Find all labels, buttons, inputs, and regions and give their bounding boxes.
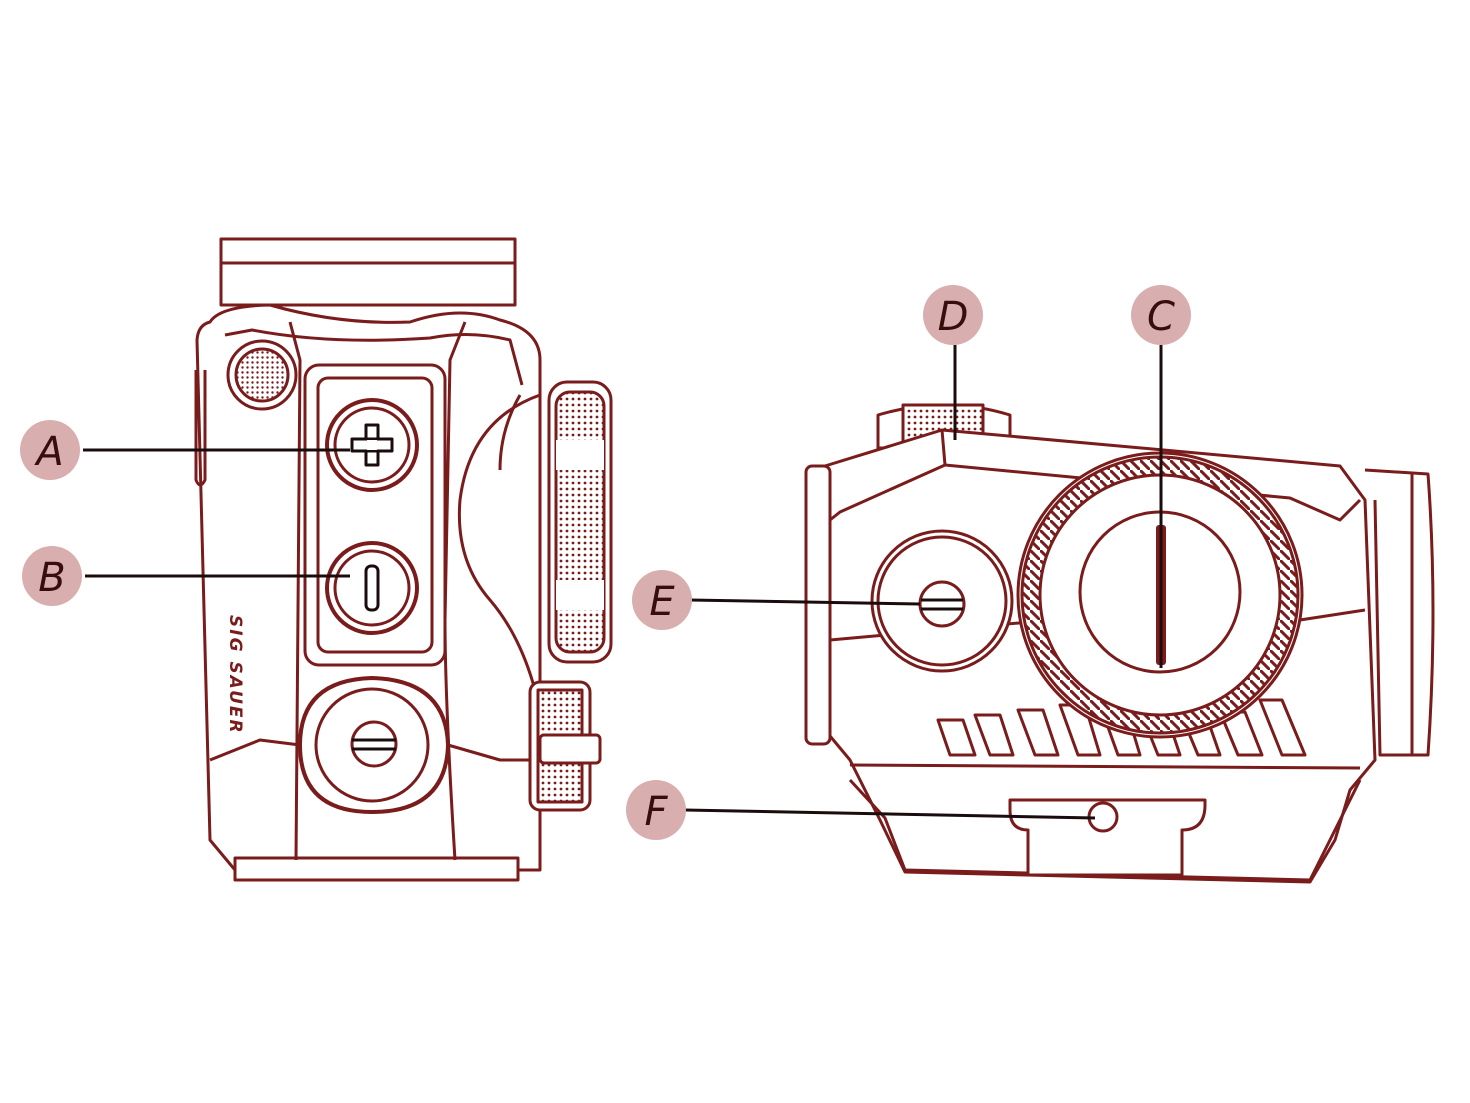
minus-button[interactable] <box>325 541 419 635</box>
callout-b: B <box>22 546 82 606</box>
objective-lens <box>1364 468 1435 757</box>
rear-body-outline <box>195 303 542 872</box>
side-screw[interactable] <box>870 529 1014 673</box>
callout-d-label: D <box>938 294 969 340</box>
bottom-rail <box>233 856 520 882</box>
rear-body-inner <box>224 328 524 386</box>
brand-mark: SIG SAUER <box>225 615 245 735</box>
callout-b-label: B <box>38 555 65 601</box>
rear-lens-ring <box>804 464 832 746</box>
callout-e-label: E <box>649 579 675 625</box>
mount-plate <box>1008 798 1207 877</box>
side-dial[interactable] <box>547 380 613 664</box>
button-panel-inner <box>316 376 434 654</box>
lower-knob[interactable] <box>528 680 602 812</box>
leader-e <box>689 598 921 606</box>
callout-f-label: F <box>644 789 668 835</box>
knurled-cap <box>226 339 298 411</box>
callout-c-label: C <box>1147 294 1175 340</box>
callout-d-bubble <box>923 285 983 345</box>
button-panel-outer <box>303 363 447 667</box>
top-shroud <box>219 263 517 307</box>
leader-f <box>684 808 1096 820</box>
side-groove <box>194 370 207 487</box>
top-rail <box>219 237 517 265</box>
slot-screw-icon <box>350 720 398 768</box>
callout-c-bubble <box>1131 285 1191 345</box>
lower-contour <box>209 738 301 762</box>
contour-left <box>288 321 302 861</box>
plus-button[interactable] <box>325 398 419 492</box>
knurled-cap-inner <box>234 347 290 403</box>
minus-icon <box>364 564 380 612</box>
callout-f: F <box>626 780 686 840</box>
callout-a-label: A <box>33 429 63 475</box>
callout-e-bubble <box>632 570 692 630</box>
side-bulge <box>457 393 541 691</box>
rear-view: SIG SAUER <box>194 237 613 882</box>
lower-contour-right <box>447 743 540 762</box>
ridge-base <box>849 763 1361 770</box>
contour-right <box>443 321 467 861</box>
upper-facet <box>829 429 947 522</box>
callout-c: C <box>1131 285 1191 345</box>
callout-d: D <box>923 285 983 345</box>
mid-line-right <box>1299 608 1366 622</box>
callout-a-bubble <box>20 420 80 480</box>
battery-cap <box>298 676 450 814</box>
callout-b-bubble <box>22 546 82 606</box>
cooling-ridges <box>936 698 1307 757</box>
callout-f-bubble <box>626 780 686 840</box>
callout-a: A <box>20 420 80 480</box>
callout-e: E <box>632 570 692 630</box>
side-view <box>804 403 1435 884</box>
leader-lines <box>83 345 1163 820</box>
plus-icon <box>350 423 394 467</box>
side-bulge-inner <box>498 394 522 471</box>
